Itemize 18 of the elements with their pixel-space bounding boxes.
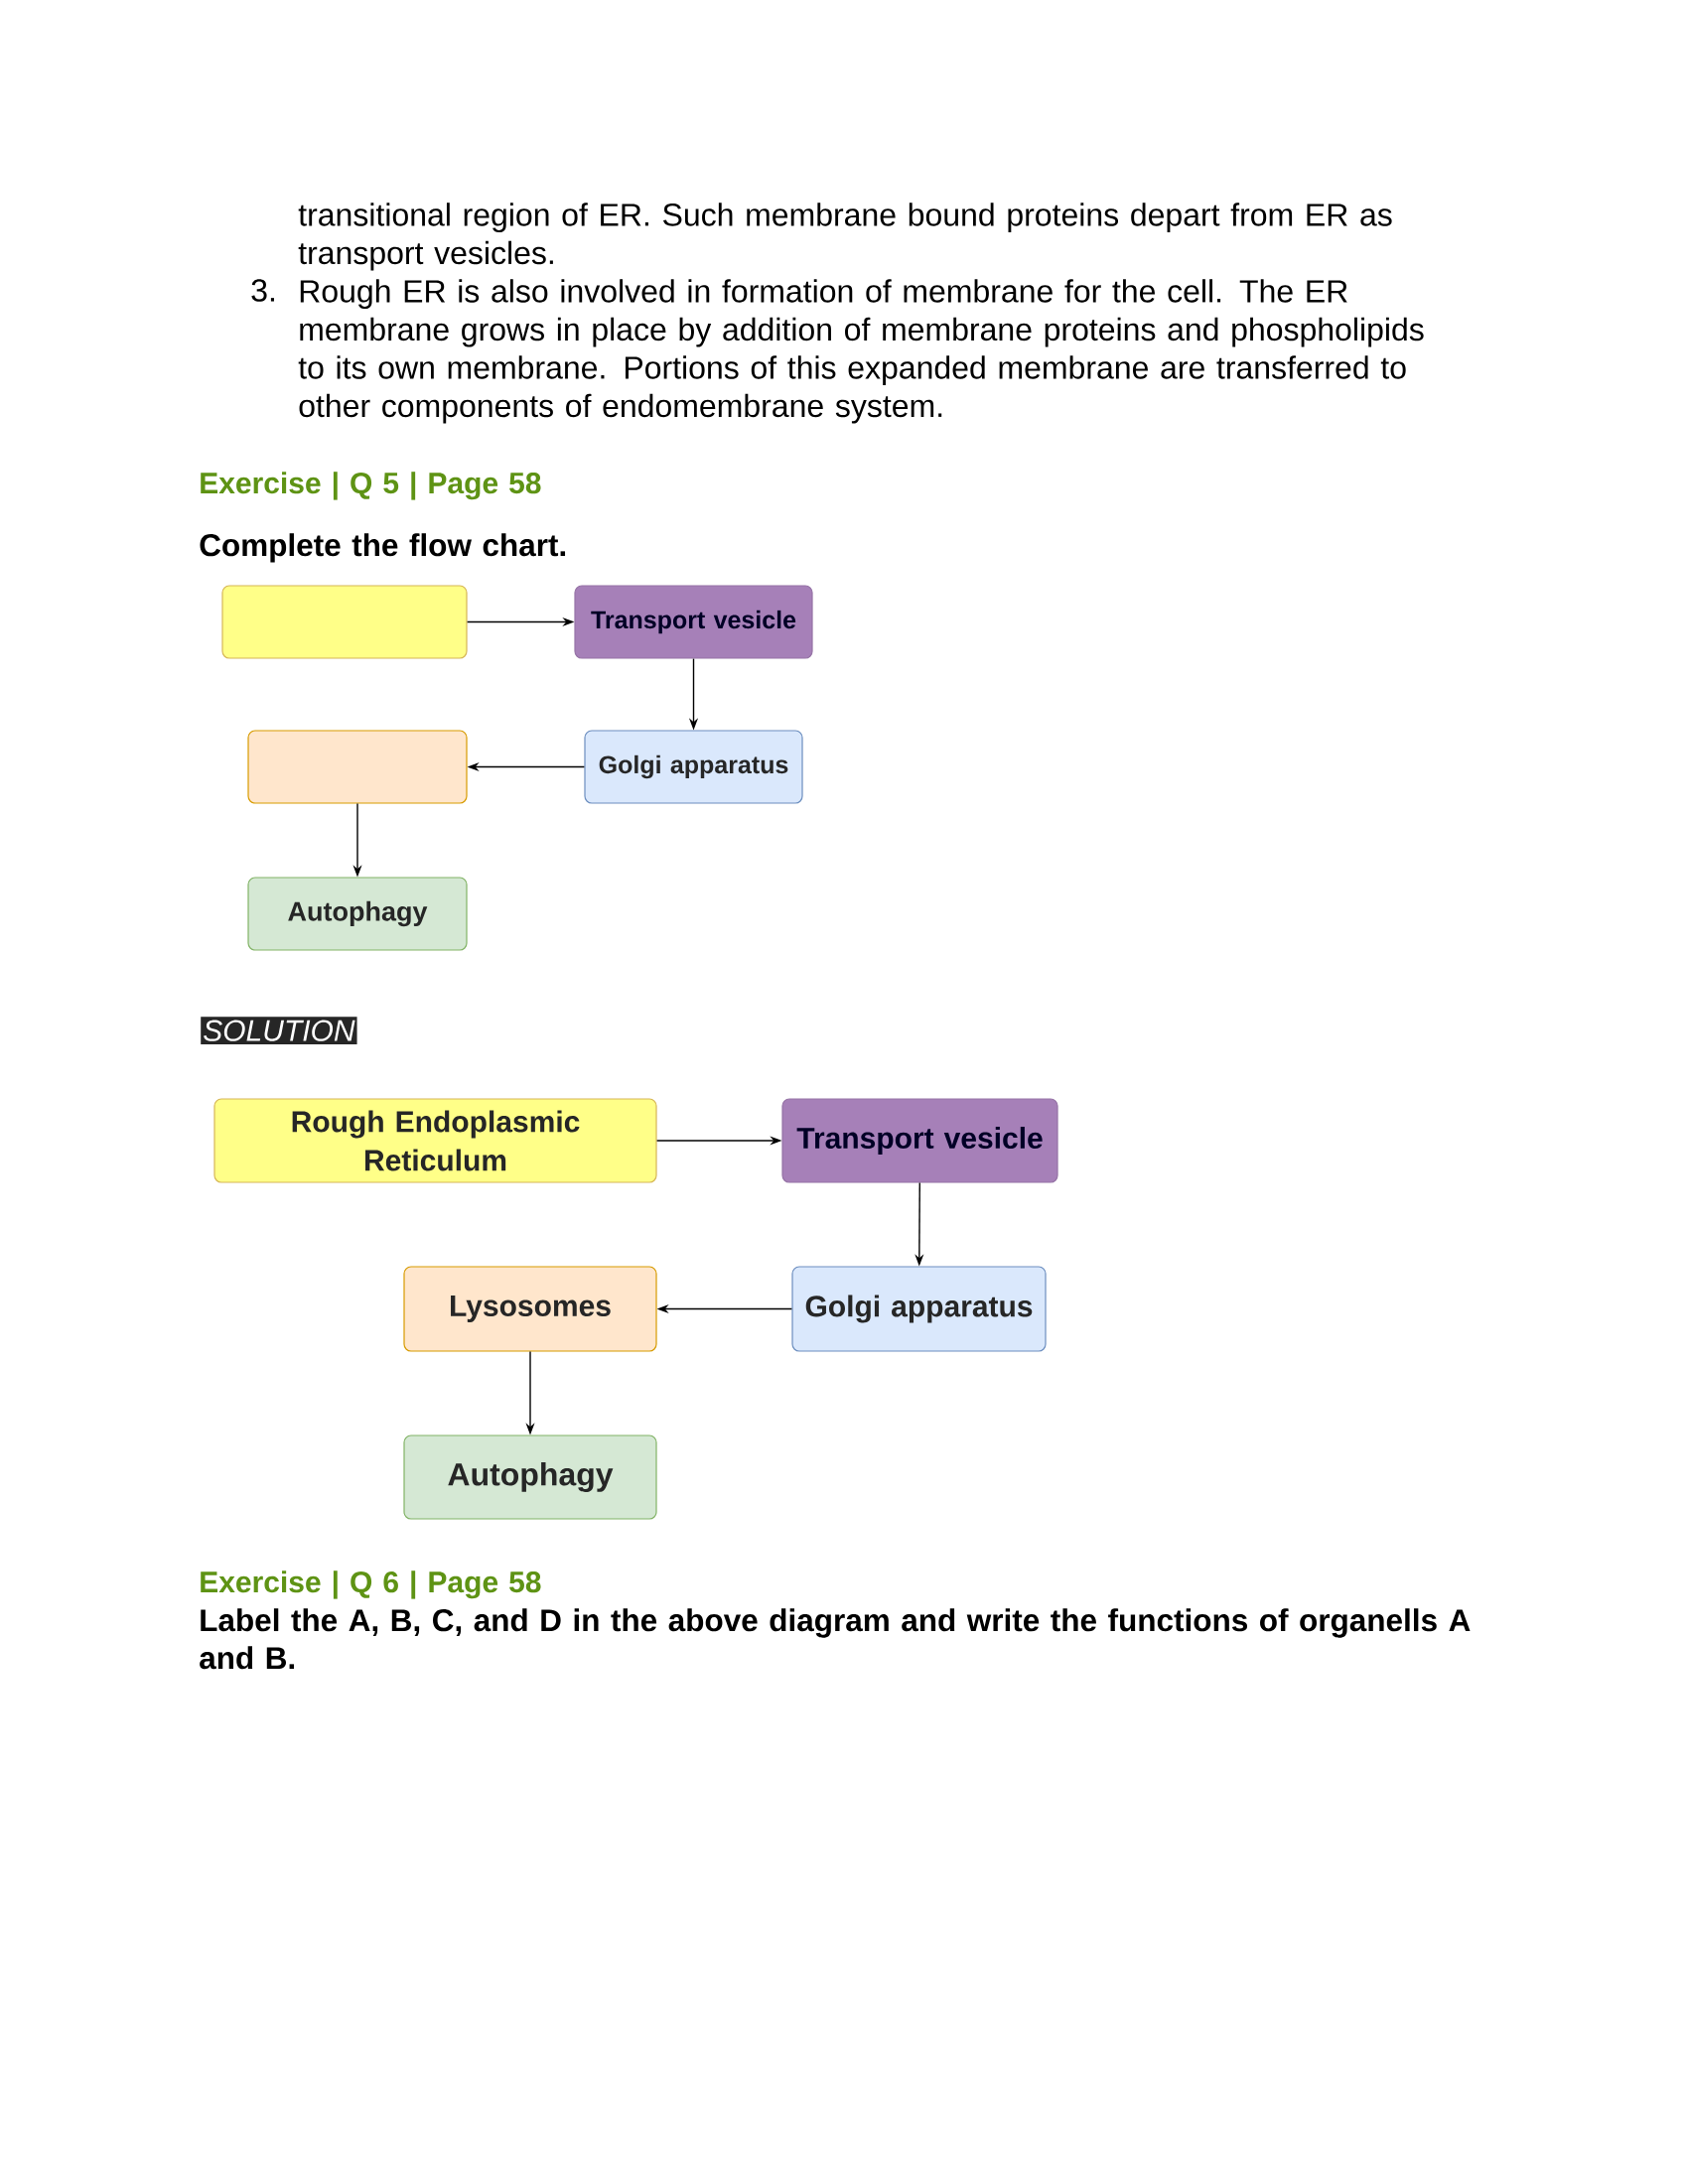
process-box: Rough Endoplasmic Reticulum [213, 1098, 657, 1183]
process-box: Autophagy [403, 1434, 657, 1520]
process-box: Lysosomes [403, 1266, 657, 1352]
blank-box [247, 730, 468, 804]
solution-banner: SOLUTION [201, 1017, 357, 1045]
paragraph: Rough ER is also involved in formation of membrane for the cell. The ER membrane grows in place by addition of membrane proteins and phospholipids to its own membrane. Portions of this expanded membrane are transferred to other components of endomembrane system. [298, 279, 1424, 424]
paragraph: transitional region of ER. Such membrane bound proteins depart from ER as transport vesicles. [298, 203, 1392, 271]
exercise-heading: Exercise | Q 6 | Page 58 [201, 1570, 541, 1599]
process-box: Transport vesicle [781, 1098, 1058, 1183]
question-text: Complete the flow chart. [200, 533, 566, 563]
process-box: Transport vesicle [574, 585, 813, 659]
blank-box [221, 585, 468, 659]
question-text: Label the A, B, C, and D in the above diagram and write the functions of organells A and B. [200, 1608, 1471, 1670]
paragraph: 3. [251, 279, 274, 302]
process-box: Autophagy [247, 877, 468, 951]
exercise-heading: Exercise | Q 5 | Page 58 [201, 472, 541, 500]
process-box: Golgi apparatus [791, 1266, 1047, 1352]
process-box: Golgi apparatus [584, 730, 803, 804]
